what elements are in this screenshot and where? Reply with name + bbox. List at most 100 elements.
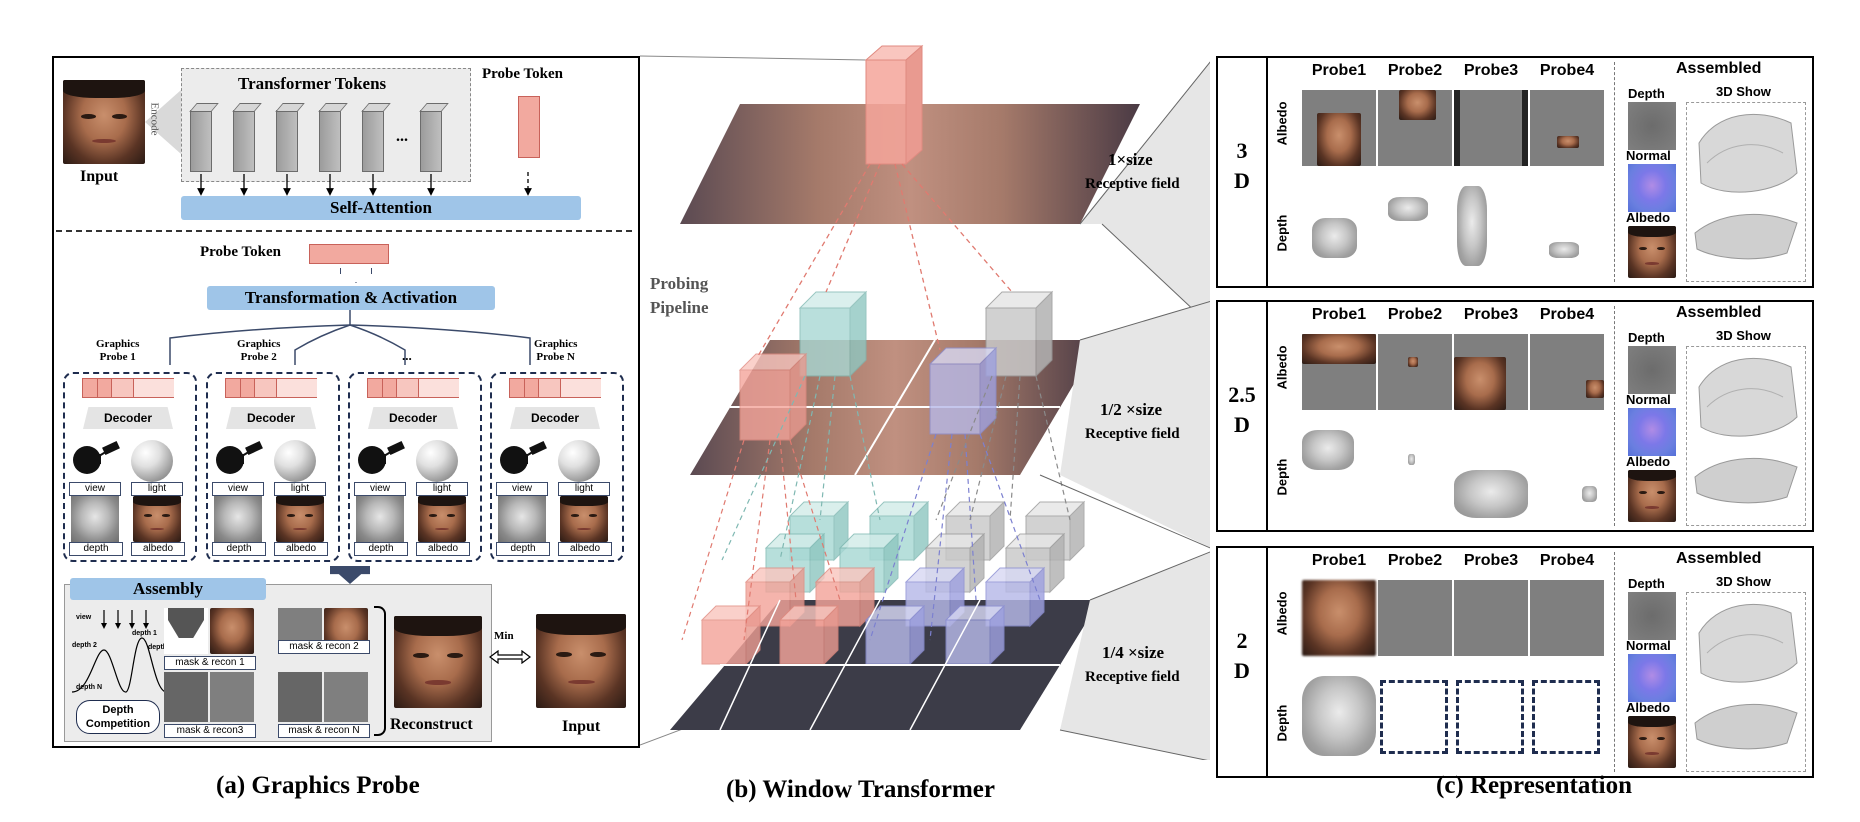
- row-depth-label: Depth: [1274, 214, 1290, 252]
- assembled-separator: [1614, 552, 1615, 772]
- assembled-normal-label: Normal: [1626, 148, 1671, 163]
- view-label: view: [496, 482, 548, 496]
- assembled-depth-label: Depth: [1628, 330, 1665, 345]
- albedo-label: albedo: [558, 542, 612, 556]
- view-label: view: [69, 482, 121, 496]
- assembly-label-depth2: depth 2: [72, 642, 97, 649]
- mask-label-3: mask & recon3: [164, 724, 256, 738]
- show3d-label: 3D Show: [1716, 574, 1771, 589]
- probe-bar-4: [509, 378, 601, 398]
- probe-header: Probe3: [1463, 306, 1519, 323]
- cube-top: [864, 44, 924, 166]
- assembly-label-depthN: depth N: [76, 684, 103, 691]
- assembled-albedo-image: [1628, 716, 1676, 768]
- assembled-depth-image: [1628, 102, 1676, 150]
- probe-header: Probe1: [1311, 552, 1367, 569]
- input-face-image: [63, 80, 145, 164]
- depth-image: [214, 496, 262, 542]
- depth-image: [498, 496, 546, 542]
- repr-row-frame: [1216, 56, 1814, 288]
- depth-image: [356, 496, 404, 542]
- light-sphere-icon: [558, 440, 600, 482]
- cube-mid-teal: [798, 290, 868, 378]
- assembled-albedo-label: Albedo: [1626, 210, 1671, 225]
- reconstruct-face: [394, 616, 482, 708]
- repr-row-frame: [1216, 300, 1814, 532]
- assembled-normal-image: [1628, 164, 1676, 212]
- probe-header: Probe2: [1387, 306, 1443, 323]
- view-icon: [354, 440, 406, 478]
- albedo-tile: [1454, 334, 1528, 410]
- decoder-2: Decoder: [226, 407, 316, 429]
- show3d-box: [1686, 346, 1806, 526]
- assembled-depth-label: Depth: [1628, 86, 1665, 101]
- caption-a: (a) Graphics Probe: [216, 772, 420, 799]
- albedo-tile: [1530, 580, 1604, 656]
- view-icon: [496, 440, 548, 478]
- probe-bar-3: [367, 378, 459, 398]
- mask-4-mask: [278, 672, 322, 722]
- assembled-header: Assembled: [1676, 60, 1762, 77]
- assembled-depth-image: [1628, 592, 1676, 640]
- assembled-normal-label: Normal: [1626, 392, 1671, 407]
- repr-row-divider: [1266, 56, 1268, 288]
- depth-label: depth: [212, 542, 266, 556]
- row-albedo-label: Albedo: [1274, 345, 1290, 390]
- assembled-depth-label: Depth: [1628, 576, 1665, 591]
- depth-tile: [1378, 186, 1452, 266]
- albedo-tile: [1530, 334, 1604, 410]
- view-label: view: [354, 482, 406, 496]
- depth-tile: [1302, 186, 1376, 266]
- cube-bottom: [778, 604, 840, 666]
- caption-c: (c) Representation: [1436, 772, 1633, 799]
- depth-tile: [1380, 680, 1448, 754]
- repr-row-divider: [1266, 546, 1268, 778]
- albedo-label: albedo: [274, 542, 328, 556]
- row-albedo-label: Albedo: [1274, 101, 1290, 146]
- view-label: view: [212, 482, 264, 496]
- probe-header: Probe3: [1463, 552, 1519, 569]
- field-1-size: 1×size: [1108, 150, 1153, 169]
- albedo-tile: [1302, 580, 1376, 656]
- light-sphere-icon: [131, 440, 173, 482]
- repr-row-frame: [1216, 546, 1814, 778]
- input-right-label: Input: [562, 718, 601, 735]
- probe-token-mid: [309, 244, 389, 264]
- cube-mid-purple: [928, 346, 998, 436]
- show3d-label: 3D Show: [1716, 84, 1771, 99]
- light-label: light: [558, 482, 610, 496]
- depth-tile: [1302, 430, 1376, 510]
- probe-token-top-label: Probe Token: [482, 66, 563, 82]
- albedo-tile: [1454, 90, 1528, 166]
- depth-tile: [1454, 430, 1528, 518]
- token-arrows: [197, 172, 532, 196]
- light-label: light: [274, 482, 326, 496]
- probe-col-1: [63, 372, 197, 562]
- albedo-tile: [1302, 334, 1376, 410]
- probe-header: Probe1: [1311, 62, 1367, 79]
- depth-tile: [1530, 186, 1604, 266]
- assembled-header: Assembled: [1676, 550, 1762, 567]
- assembled-normal-image: [1628, 654, 1676, 702]
- show3d-label: 3D Show: [1716, 328, 1771, 343]
- decoder-1: Decoder: [83, 407, 173, 429]
- depth-label: depth: [496, 542, 550, 556]
- row-depth-label: Depth: [1274, 704, 1290, 742]
- field-2-rf: Receptive field: [1085, 426, 1180, 442]
- depth-tile: [1302, 676, 1376, 756]
- mask-3-mask: [164, 672, 208, 722]
- mask-1-recon: [210, 608, 254, 654]
- probe-bar-1: [82, 378, 174, 398]
- show3d-box: [1686, 102, 1806, 282]
- token-2: [233, 110, 255, 172]
- token-4: [319, 110, 341, 172]
- token-6: [420, 110, 442, 172]
- assembled-albedo-label: Albedo: [1626, 700, 1671, 715]
- albedo-image: [276, 496, 324, 542]
- depth-tile: [1530, 430, 1604, 510]
